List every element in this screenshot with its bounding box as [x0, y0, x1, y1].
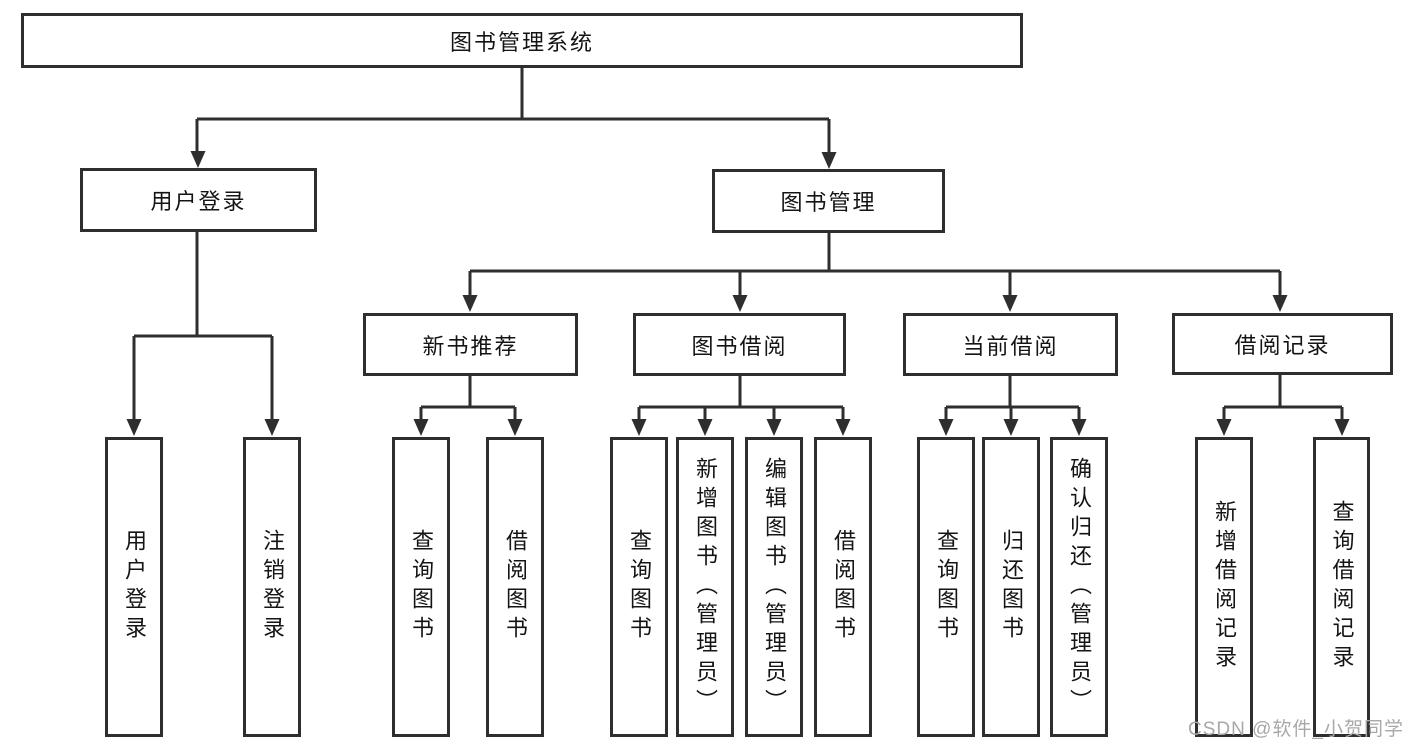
leaf-edit-books-admin: 编辑图书（管理员）	[745, 437, 803, 737]
node-label: 查询图书	[934, 529, 959, 645]
node-label: 确认归还（管理员）	[1067, 456, 1092, 718]
arrowhead-icons	[126, 151, 1350, 436]
leaf-query-books: 查询图书	[610, 437, 668, 737]
node-label: 图书管理	[780, 190, 877, 215]
node-label: 借阅图书	[503, 529, 528, 645]
node-label: 借阅图书	[831, 529, 856, 645]
node-current-borrowing: 当前借阅	[903, 313, 1118, 376]
node-user-login: 用户登录	[80, 168, 317, 232]
leaf-add-borrow-record: 新增借阅记录	[1195, 437, 1253, 737]
leaf-query-books: 查询图书	[917, 437, 975, 737]
leaf-borrow-books: 借阅图书	[814, 437, 872, 737]
node-label: 查询图书	[627, 529, 652, 645]
node-label: 图书借阅	[691, 333, 788, 359]
node-label: 图书管理系统	[449, 29, 594, 55]
node-borrowing-records: 借阅记录	[1172, 313, 1393, 375]
node-label: 注销登录	[260, 529, 285, 645]
node-label: 归还图书	[999, 529, 1024, 645]
node-label: 查询借阅记录	[1329, 500, 1355, 674]
watermark: CSDN @软件_小贺同学	[1188, 719, 1404, 740]
node-label: 新书推荐	[422, 333, 519, 359]
leaf-query-borrow-record: 查询借阅记录	[1313, 437, 1370, 737]
leaf-logout: 注销登录	[243, 437, 301, 737]
leaf-query-books: 查询图书	[392, 437, 450, 737]
node-label: 新增借阅记录	[1212, 500, 1237, 674]
leaf-borrow-books: 借阅图书	[486, 437, 544, 737]
leaf-add-books-admin: 新增图书（管理员）	[676, 437, 734, 737]
node-label: 用户登录	[122, 529, 147, 645]
leaf-user-login: 用户登录	[105, 437, 163, 737]
connector-paths	[132, 68, 1344, 422]
node-book-borrowing: 图书借阅	[633, 313, 846, 376]
node-library-management-system: 图书管理系统	[21, 13, 1023, 68]
node-label: 编辑图书（管理员）	[762, 456, 787, 718]
node-label: 当前借阅	[962, 333, 1059, 359]
node-new-book-recommend: 新书推荐	[363, 313, 578, 376]
node-label: 用户登录	[150, 189, 247, 214]
node-label: 查询图书	[409, 529, 434, 645]
node-label: 新增图书（管理员）	[693, 456, 718, 718]
leaf-confirm-return-admin: 确认归还（管理员）	[1050, 437, 1108, 737]
leaf-return-books: 归还图书	[982, 437, 1040, 737]
node-book-management: 图书管理	[712, 169, 945, 233]
node-label: 借阅记录	[1234, 333, 1331, 358]
